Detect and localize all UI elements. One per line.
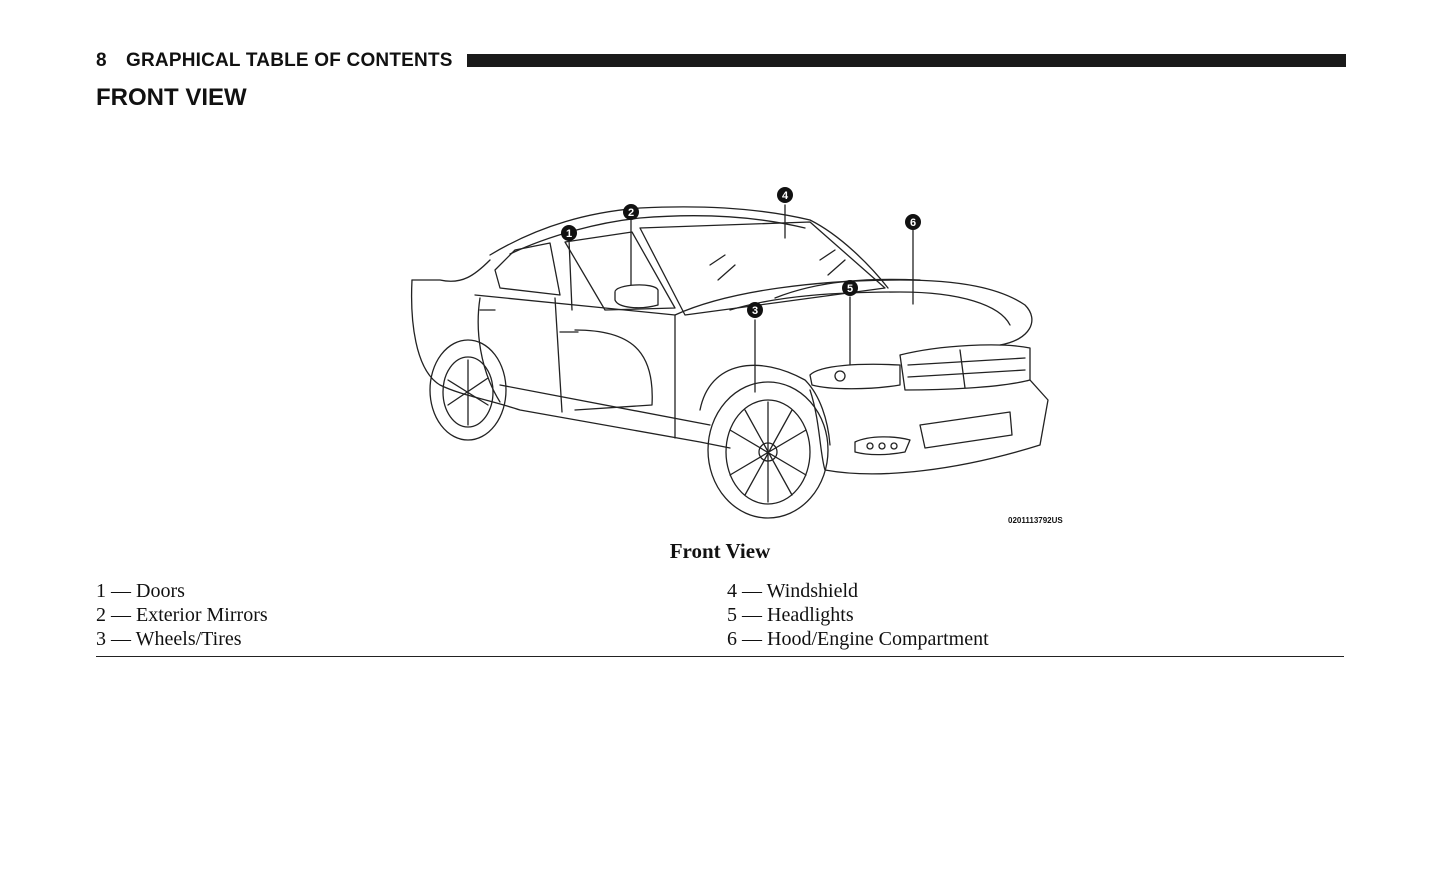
- legend-item-exterior-mirrors: 2 — Exterior Mirrors: [96, 604, 268, 626]
- callout-4-label: 4: [782, 190, 789, 202]
- callout-6-label: 6: [910, 217, 916, 229]
- car-illustration: 1 2 3 4 5 6 0201113792US: [400, 180, 1080, 530]
- callout-2-marker: [623, 204, 639, 220]
- callout-5-marker: [842, 280, 858, 296]
- page-number: 8: [96, 50, 107, 71]
- figure-caption: Front View: [669, 539, 771, 563]
- callout-1-label: 1: [566, 228, 572, 240]
- callout-6-marker: [905, 214, 921, 230]
- page-heading: FRONT VIEW: [96, 84, 247, 111]
- running-header: 8 GRAPHICAL TABLE OF CONTENTS: [96, 50, 1346, 72]
- callout-3-marker: [747, 302, 763, 318]
- car-line-drawing: 1 2 3 4 5 6 0201113792US: [410, 187, 1063, 525]
- legend-item-wheels-tires: 3 — Wheels/Tires: [96, 628, 242, 650]
- bottom-rule: [96, 656, 1344, 657]
- legend-left-column: 1 — Doors 2 — Exterior Mirrors 3 — Wheel…: [96, 579, 268, 651]
- legend-item-headlights: 5 — Headlights: [727, 604, 854, 626]
- legend-item-hood-engine: 6 — Hood/Engine Compartment: [727, 628, 989, 650]
- callout-5-label: 5: [847, 283, 853, 295]
- legend-right-column: 4 — Windshield 5 — Headlights 6 — Hood/E…: [727, 579, 989, 651]
- callout-3-label: 3: [752, 305, 758, 317]
- section-title: GRAPHICAL TABLE OF CONTENTS: [126, 50, 453, 71]
- image-code: 0201113792US: [1008, 516, 1063, 525]
- callout-4-marker: [777, 187, 793, 203]
- legend-item-windshield: 4 — Windshield: [727, 580, 859, 602]
- header-rule-bar: [467, 54, 1346, 67]
- legend-item-doors: 1 — Doors: [96, 580, 185, 602]
- callout-2-label: 2: [628, 207, 634, 219]
- callout-1-marker: [561, 225, 577, 241]
